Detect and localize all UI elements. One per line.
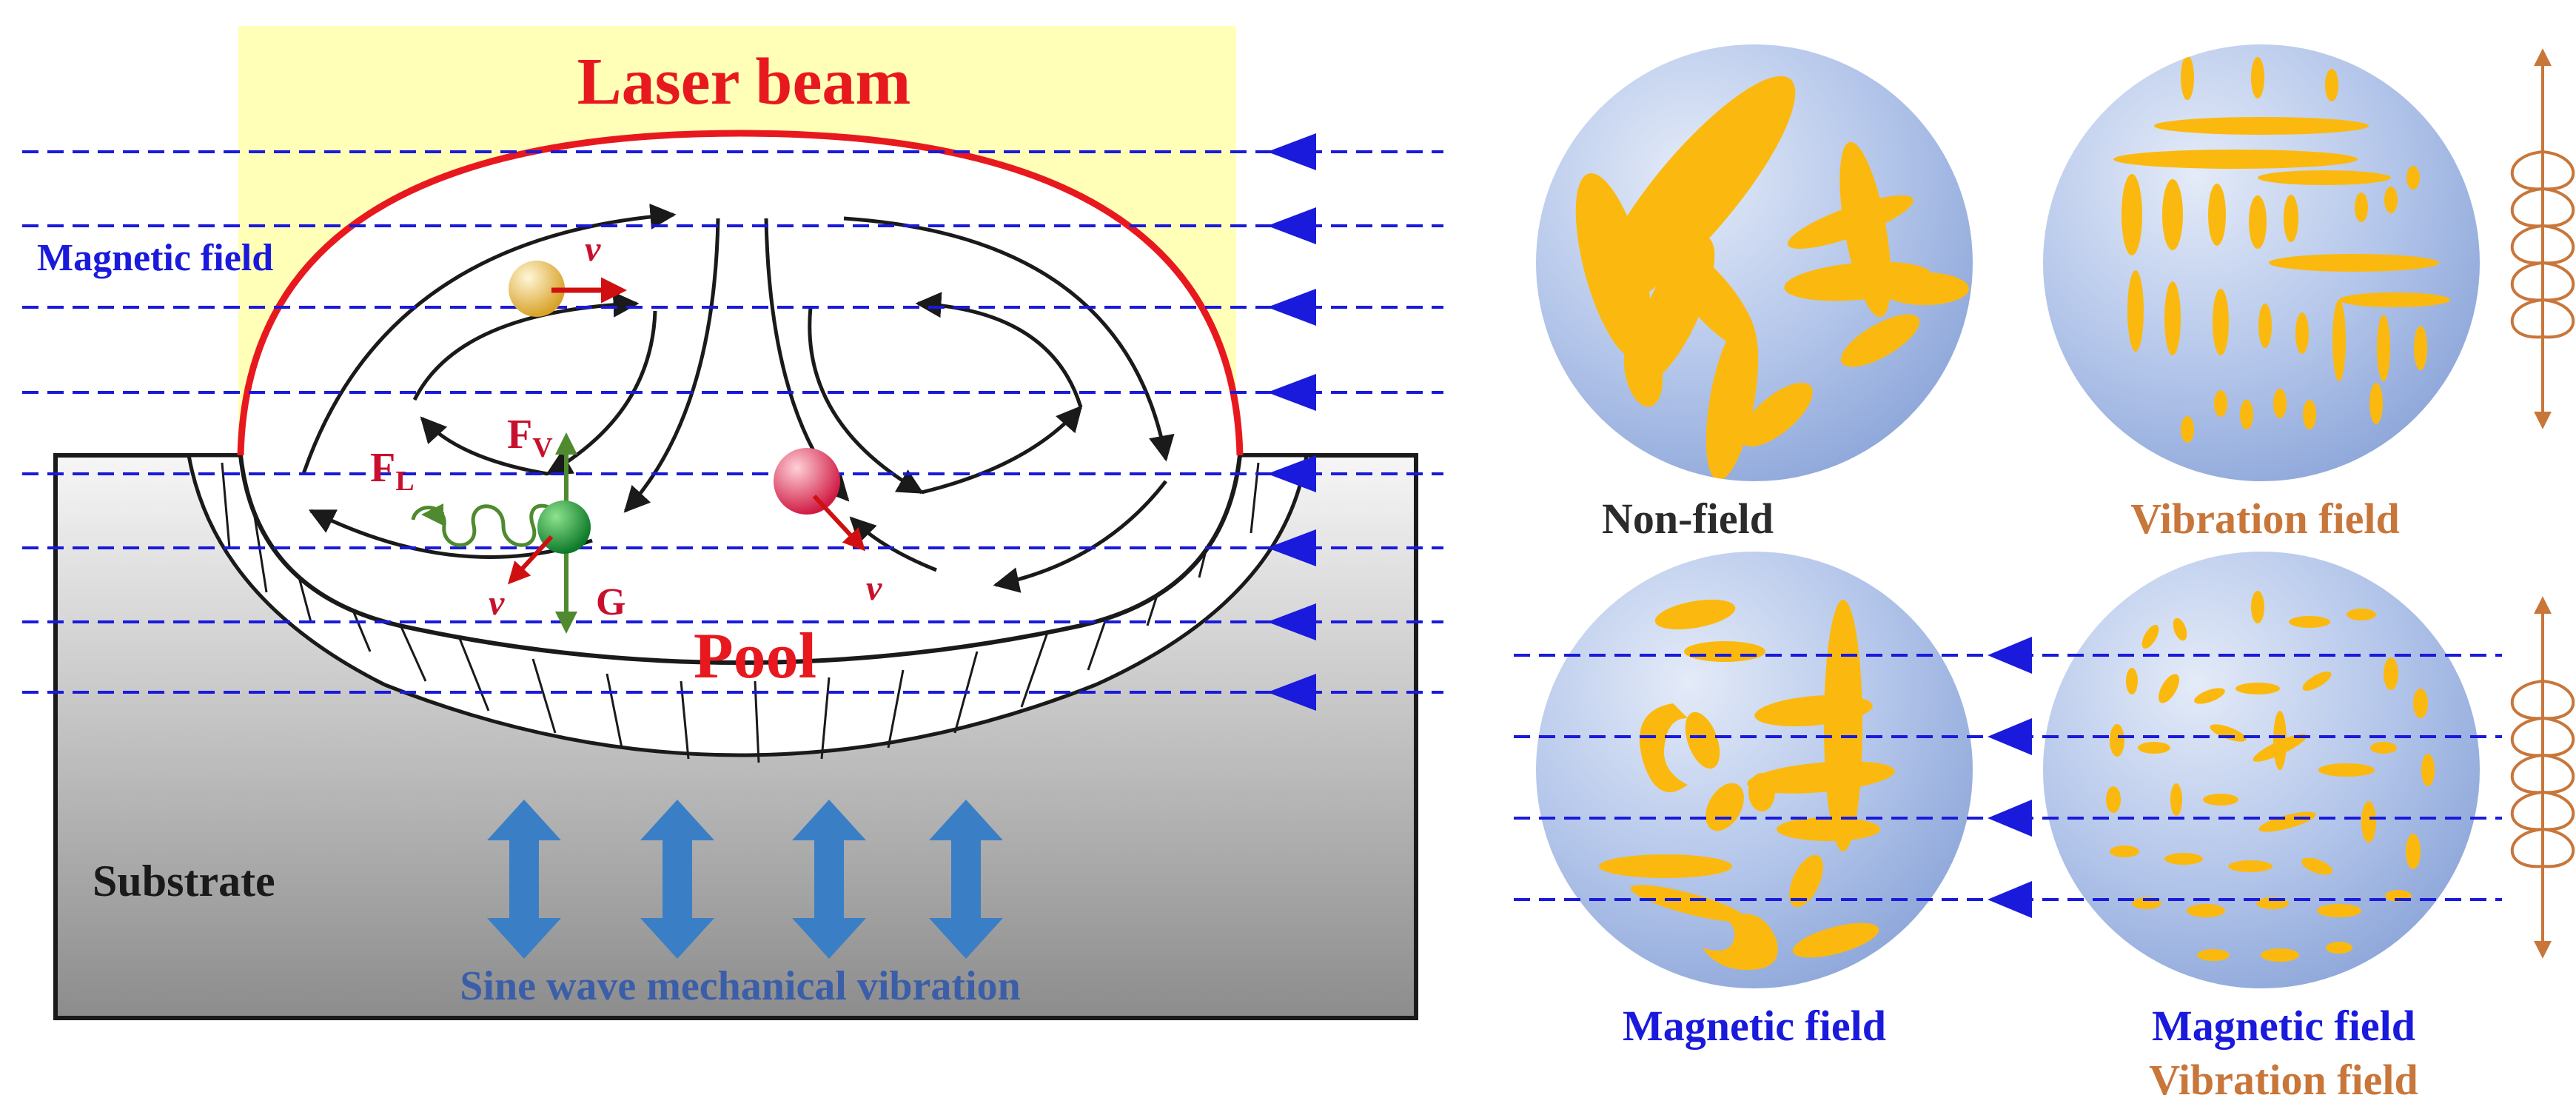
sine-wave-label: Sine wave mechanical vibration: [460, 963, 1021, 1009]
laser-pool-top-edge: [237, 130, 1244, 456]
force-l-label: FL: [370, 445, 415, 497]
magnetic-field-arrowheads-left: [1267, 133, 1316, 711]
circle-magnetic-vibration: [2043, 552, 2480, 988]
vibration-indicator-top: [2510, 48, 2575, 429]
velocity-arrow-2: [812, 494, 866, 552]
magnetic-field-label-left: Magnetic field: [37, 237, 273, 279]
molten-pool: [238, 130, 1243, 665]
circle-magnetic-field: [1536, 552, 1973, 988]
magnetic-field-label-3: Magnetic field: [2152, 1002, 2415, 1050]
force-v-label: FV: [507, 412, 553, 463]
magnetic-field-label-2: Magnetic field: [1623, 1002, 1886, 1050]
grains-non-field: [1575, 76, 1969, 481]
velocity-label-2: v: [866, 569, 882, 608]
velocity-arrow-3: [507, 535, 554, 585]
magnetic-field-lines-left: [22, 150, 1443, 694]
velocity-label-3: v: [489, 583, 505, 623]
particle-pink: [774, 448, 840, 515]
lorentz-helix: [411, 503, 565, 547]
gravity-label: G: [596, 581, 625, 623]
laser-beam-label: Laser beam: [577, 45, 911, 118]
vibration-indicator-bottom: [2510, 596, 2575, 959]
grains-vibration-field: [2113, 56, 2450, 443]
magnetic-field-arrowheads-right: [1988, 637, 2032, 918]
pool-label: Pool: [694, 620, 816, 692]
particle-yellow: [509, 261, 565, 317]
vibration-field-label-1: Vibration field: [2130, 495, 2400, 543]
substrate-label: Substrate: [93, 857, 275, 905]
vibration-field-label-2: Vibration field: [2149, 1056, 2418, 1104]
vibration-arrows: [487, 800, 1003, 959]
grains-magnetic-field: [1599, 599, 1895, 970]
velocity-label-1: v: [585, 230, 601, 269]
non-field-label: Non-field: [1602, 495, 1774, 543]
